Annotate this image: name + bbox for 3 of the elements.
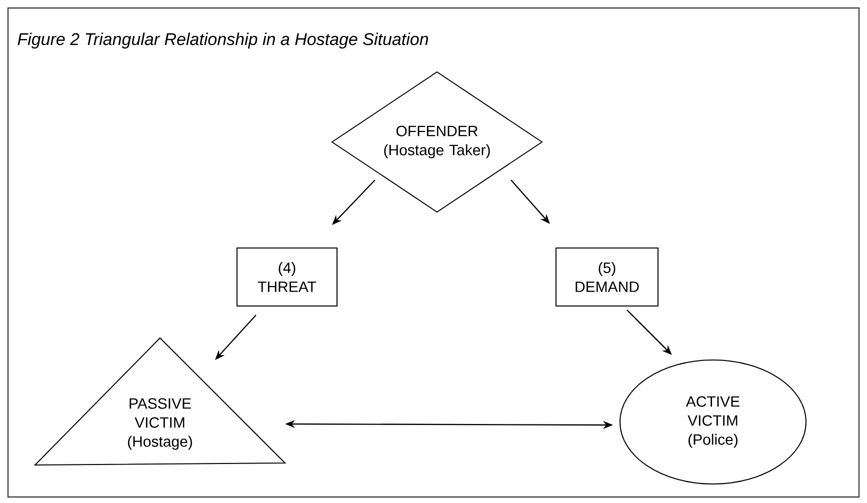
process-box: (4) THREAT	[236, 248, 338, 306]
figure-title: Figure 2 Triangular Relationship in a Hostage Situation	[18, 32, 428, 49]
process-box: (5) DEMAND	[556, 248, 658, 306]
